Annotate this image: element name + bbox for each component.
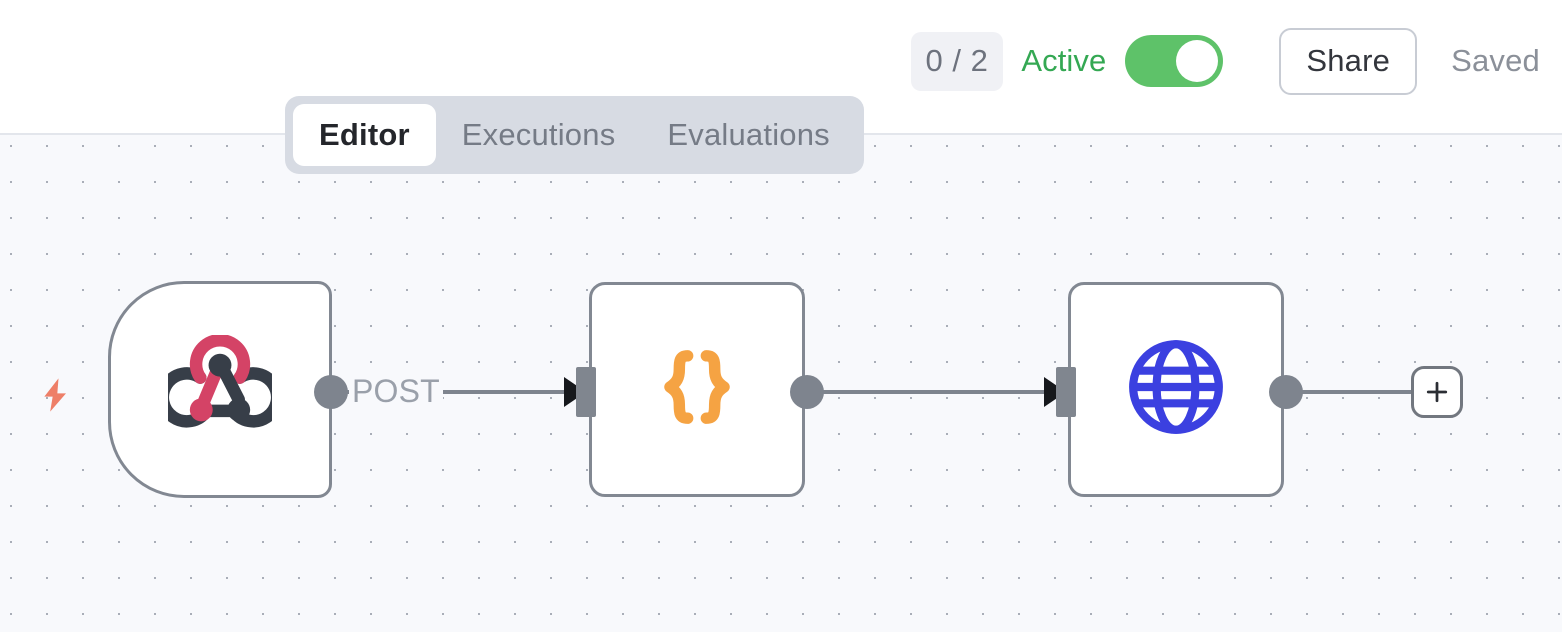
active-toggle-switch[interactable] xyxy=(1125,35,1224,87)
view-tab-bar: Editor Executions Evaluations xyxy=(285,96,864,174)
saved-status-label: Saved xyxy=(1451,43,1540,78)
tab-executions[interactable]: Executions xyxy=(461,117,616,152)
node-webhook[interactable] xyxy=(108,281,332,498)
active-status-label: Active xyxy=(1021,43,1107,78)
globe-icon xyxy=(1125,336,1227,443)
node-create-agent-job[interactable] xyxy=(1068,282,1284,497)
code-braces-icon xyxy=(645,335,749,444)
edge-webhook-filter[interactable] xyxy=(340,390,586,394)
webhook-icon xyxy=(156,334,284,444)
edge-filter-http[interactable] xyxy=(816,390,1046,394)
add-node-button[interactable] xyxy=(1411,366,1463,418)
edge-label-post: POST xyxy=(349,373,443,410)
tab-editor[interactable]: Editor xyxy=(293,104,436,166)
header-actions: 0 / 2 Active Share Saved xyxy=(910,27,1541,95)
plus-icon xyxy=(1426,381,1448,403)
execution-count-badge: 0 / 2 xyxy=(910,31,1004,91)
http-input-handle[interactable] xyxy=(1056,367,1076,417)
tab-evaluations[interactable]: Evaluations xyxy=(667,117,830,152)
toggle-knob xyxy=(1176,40,1219,82)
workflow-canvas[interactable]: Webhook POST Filter merged PRs xyxy=(0,135,1562,632)
share-button[interactable]: Share xyxy=(1279,27,1418,95)
node-filter-merged-prs[interactable] xyxy=(589,282,805,497)
trigger-bolt-icon xyxy=(36,371,76,424)
filter-input-handle[interactable] xyxy=(576,367,596,417)
edge-http-add xyxy=(1295,390,1413,394)
workflow-graph: Webhook POST Filter merged PRs xyxy=(0,135,1562,632)
